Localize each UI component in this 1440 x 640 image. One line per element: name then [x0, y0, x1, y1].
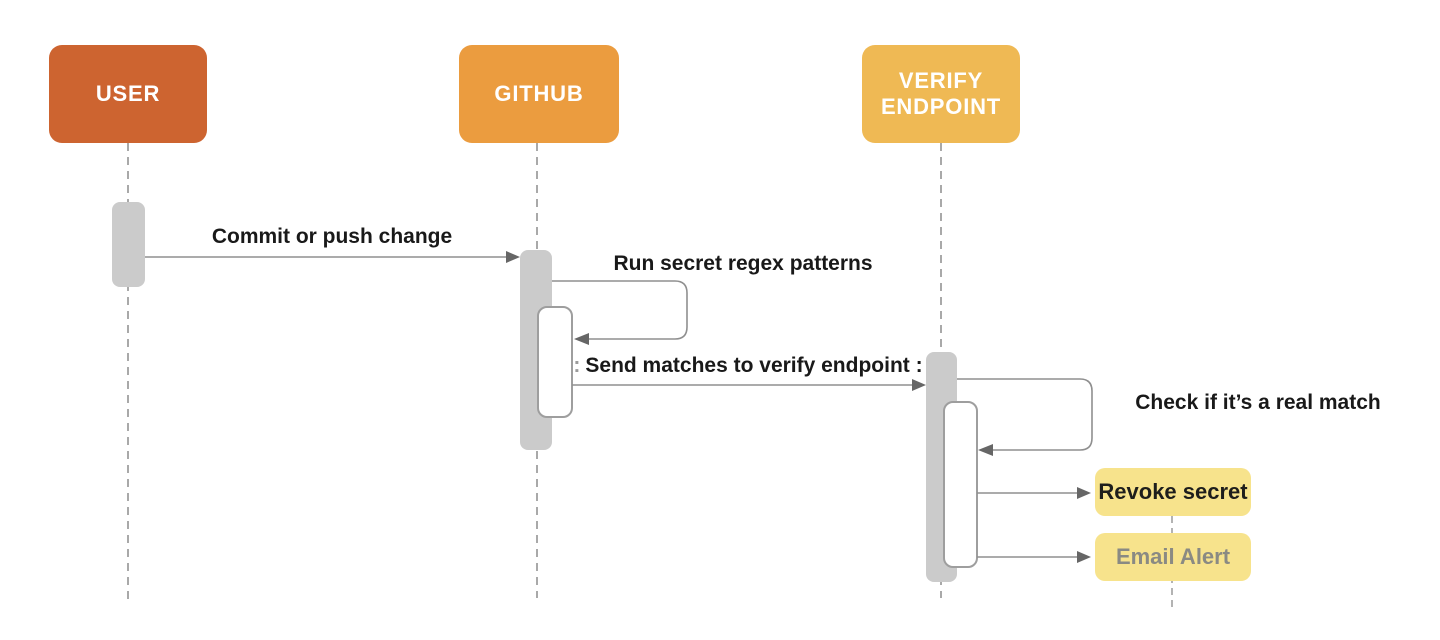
message-label-commit-or-push: Commit or push change: [212, 225, 452, 249]
arrowhead-check-match: [978, 444, 993, 456]
arrowhead-email-alert: [1077, 551, 1091, 563]
actor-user-label: USER: [95, 81, 161, 106]
note-revoke-secret: Revoke secret: [1095, 468, 1251, 516]
activation-bar-github-inner: [537, 306, 573, 418]
message-text: Send matches to verify endpoint :: [585, 354, 923, 377]
activation-bar-verify-inner: [943, 401, 978, 568]
message-prefix-colon: :: [573, 354, 581, 377]
actor-user: USER: [49, 45, 207, 143]
arrowhead-send-matches: [912, 379, 926, 391]
note-email-alert-label: Email Alert: [1115, 544, 1231, 569]
message-text: Run secret regex patterns: [613, 252, 873, 275]
activation-bar-user: [112, 202, 145, 287]
message-label-check-match: Check if it’s a real match: [1135, 391, 1381, 415]
self-loop-run-regex: [552, 280, 688, 340]
arrowhead-commit-or-push: [506, 251, 520, 263]
actor-verify-endpoint-label: VERIFY ENDPOINT: [880, 68, 1002, 119]
actor-github-label: GITHUB: [494, 81, 584, 106]
message-text: Commit or push change: [211, 225, 453, 248]
message-text: Check if it’s a real match: [1135, 391, 1381, 414]
message-label-send-matches: : Send matches to verify endpoint :: [573, 354, 922, 378]
note-revoke-secret-label: Revoke secret: [1098, 479, 1248, 504]
arrowhead-run-regex: [574, 333, 589, 345]
note-email-alert: Email Alert: [1095, 533, 1251, 581]
self-loop-check-match: [957, 378, 1093, 451]
actor-verify-endpoint: VERIFY ENDPOINT: [862, 45, 1020, 143]
arrowhead-revoke-secret: [1077, 487, 1091, 499]
message-label-run-regex: Run secret regex patterns: [613, 252, 872, 276]
actor-github: GITHUB: [459, 45, 619, 143]
